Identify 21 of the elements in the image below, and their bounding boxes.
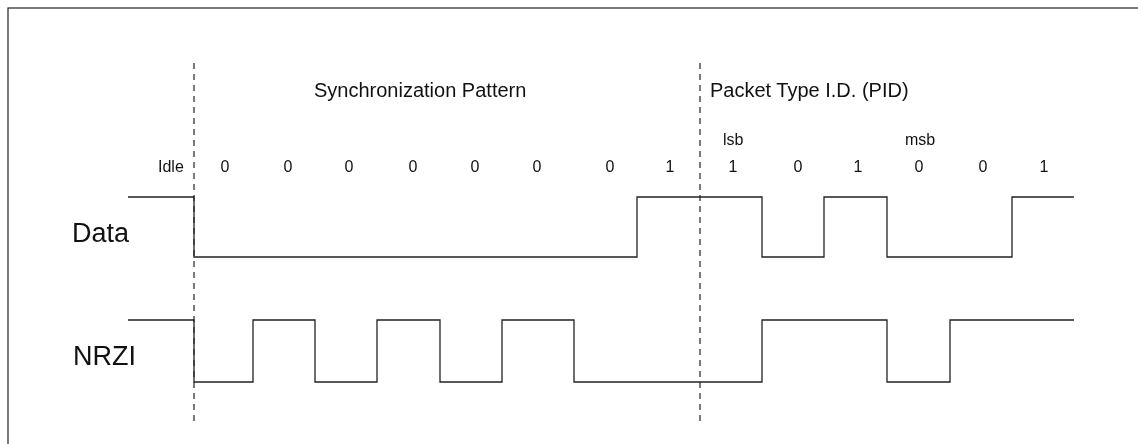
bit-value: 1 bbox=[665, 159, 675, 175]
bit-value: 0 bbox=[283, 159, 293, 175]
state-label: Idle bbox=[158, 159, 184, 175]
bit-value: 0 bbox=[978, 159, 988, 175]
bit-order-label: msb bbox=[905, 132, 936, 148]
bit-value: 0 bbox=[914, 159, 924, 175]
bit-value: 0 bbox=[220, 159, 230, 175]
section-heading: Synchronization Pattern bbox=[314, 80, 527, 100]
signal-label: Data bbox=[72, 220, 130, 247]
bit-value: 1 bbox=[1039, 159, 1049, 175]
bit-value: 0 bbox=[344, 159, 354, 175]
bit-value: 1 bbox=[728, 159, 738, 175]
bit-value: 1 bbox=[853, 159, 863, 175]
section-heading: Packet Type I.D. (PID) bbox=[710, 80, 909, 100]
bit-value: 0 bbox=[532, 159, 542, 175]
bit-value: 0 bbox=[793, 159, 803, 175]
signal-label: NRZI bbox=[73, 343, 136, 370]
bit-order-label: lsb bbox=[723, 132, 744, 148]
bit-value: 0 bbox=[605, 159, 615, 175]
bit-value: 0 bbox=[408, 159, 418, 175]
bit-value: 0 bbox=[470, 159, 480, 175]
